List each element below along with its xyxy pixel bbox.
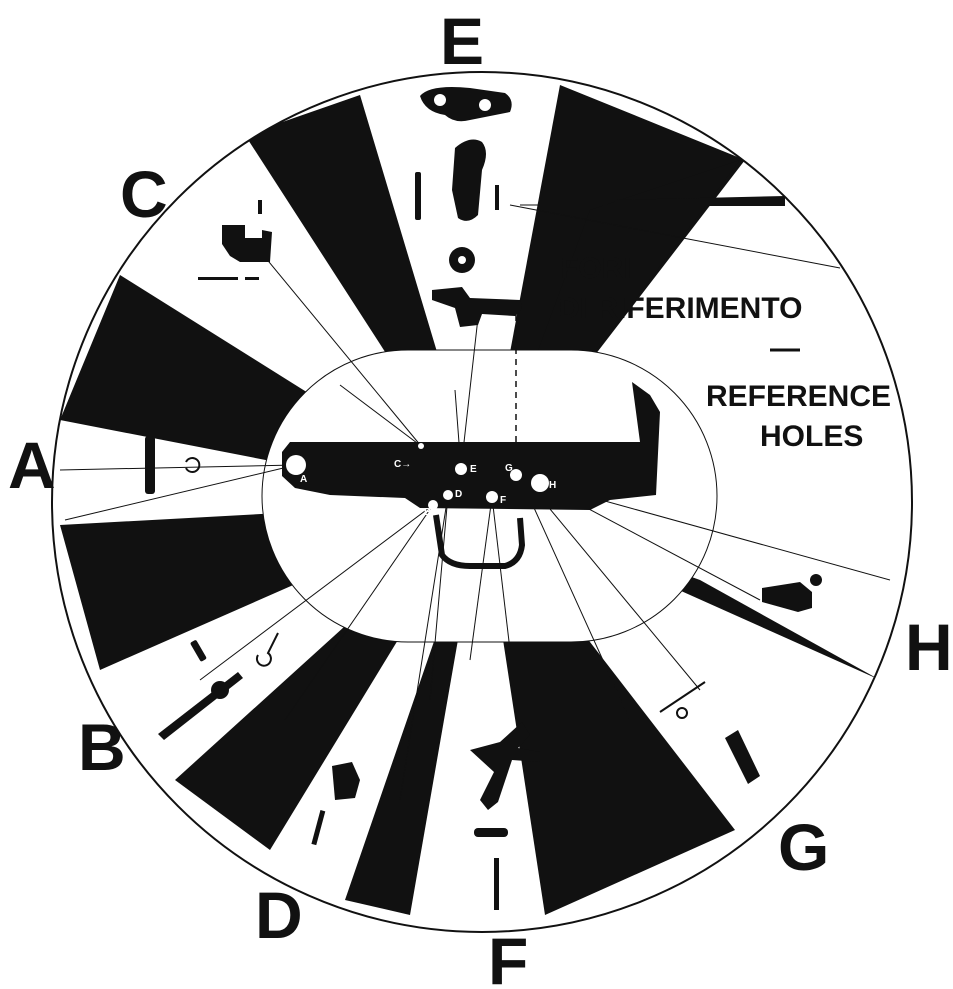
hole-label-h: H (549, 480, 556, 491)
hole-label-c: C→ (394, 459, 411, 470)
hole-f (486, 491, 498, 503)
hole-label-d: D (455, 489, 462, 500)
sector-label-g: G (778, 810, 829, 884)
part-b-knob (211, 681, 229, 699)
sector-label-d: D (255, 878, 303, 952)
hole-h (531, 474, 549, 492)
part-a-pin (145, 436, 155, 494)
hole-d (443, 490, 453, 500)
title-line-1: FORI (560, 252, 632, 285)
hole-label-f: F (500, 495, 506, 506)
part-h-knob (810, 574, 822, 586)
part-e-washer-hole (458, 256, 466, 264)
hole-e (455, 463, 467, 475)
part-c-rod (198, 277, 238, 280)
title-line-3: — (770, 332, 800, 365)
sector-label-a: A (8, 428, 56, 502)
title-line-2: DI RIFERIMENTO (558, 292, 802, 325)
hole-label-g: G (505, 463, 513, 474)
part-e-pin (415, 172, 421, 220)
part-e-pin-small (495, 185, 499, 210)
hole-c (418, 443, 424, 449)
title-line-4: REFERENCE (706, 380, 891, 413)
sector-label-f: F (488, 924, 528, 989)
part-e-hole (479, 99, 491, 111)
hole-label-b: B (424, 507, 431, 518)
part-c-pin (258, 200, 262, 214)
sector-label-e: E (440, 4, 484, 78)
sector-label-c: C (120, 157, 168, 231)
hole-label-a: A (300, 474, 307, 485)
hole-label-e: E (470, 464, 477, 475)
sector-label-h: H (905, 610, 953, 684)
title-line-5: HOLES (760, 420, 863, 453)
hole-a (286, 455, 306, 475)
part-c-rod-small (245, 277, 259, 280)
part-f-spring (474, 828, 508, 837)
part-f-pin (494, 858, 499, 910)
part-e-hole (434, 94, 446, 106)
sector-label-b: B (78, 710, 126, 784)
